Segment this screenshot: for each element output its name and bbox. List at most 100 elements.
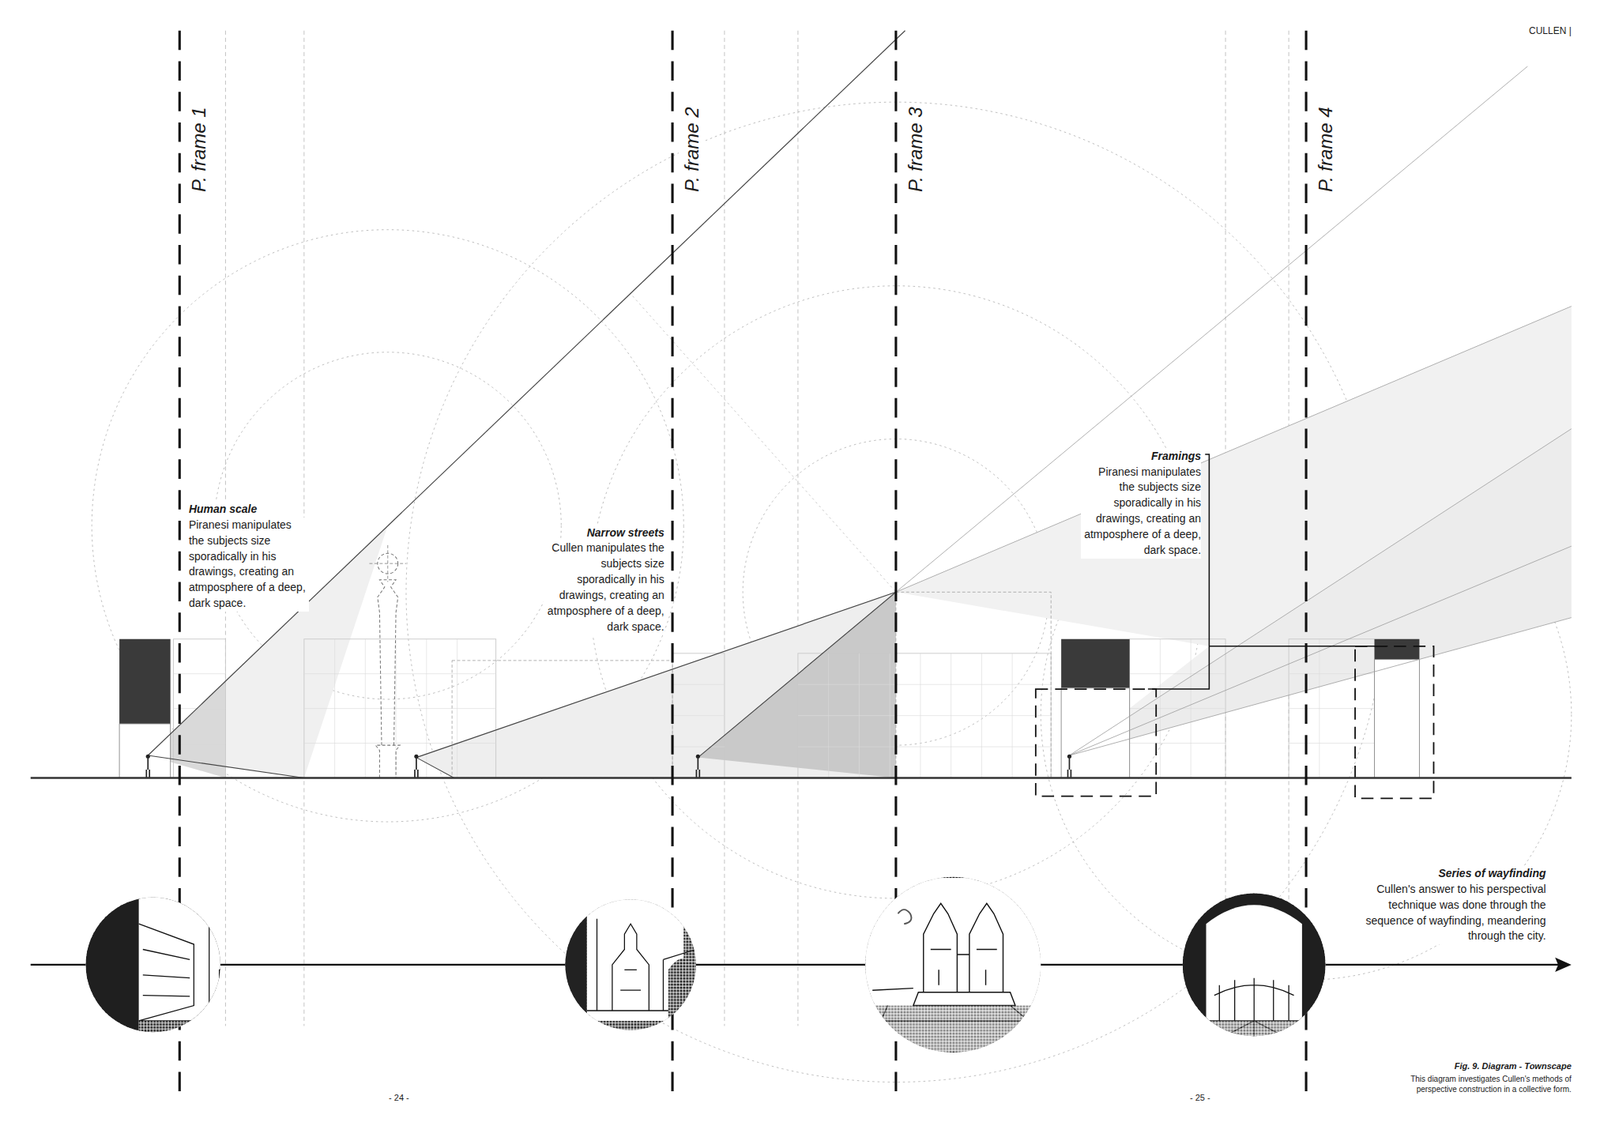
sight-line	[1069, 545, 1571, 756]
building-elevation	[304, 742, 497, 744]
building-elevation	[365, 639, 366, 779]
human-figure	[146, 754, 151, 759]
note-heading: Framings	[1151, 448, 1201, 465]
building-elevation	[1129, 673, 1226, 674]
building-elevation	[858, 653, 860, 779]
dark-block	[1374, 639, 1420, 660]
building-elevation	[950, 653, 952, 779]
frame-label: P. frame 4	[1312, 105, 1340, 195]
note-body: Cullen's answer to his perspectival tech…	[1351, 881, 1546, 945]
building-elevation	[1288, 742, 1375, 744]
vignette-image	[897, 909, 912, 924]
sight-line	[147, 755, 305, 778]
ground-line	[30, 776, 1572, 780]
building-elevation	[304, 673, 497, 674]
running-header: CULLEN |	[1528, 24, 1572, 38]
building-elevation	[798, 653, 1051, 779]
building-elevation	[798, 715, 1051, 716]
vignette-image	[1205, 1020, 1302, 1040]
construction-arc	[91, 101, 1572, 1082]
vignette-image	[564, 888, 735, 1032]
building-elevation	[1190, 639, 1192, 779]
building-elevation	[798, 684, 1051, 686]
vignette-image	[668, 958, 697, 1021]
vignette-image	[865, 877, 1041, 1053]
guide-line	[797, 30, 799, 1027]
vignette-image	[139, 1020, 248, 1034]
human-figure	[1068, 758, 1072, 779]
building-elevation	[456, 639, 458, 779]
building-elevation	[672, 746, 725, 748]
caption-body: This diagram investigates Cullen's metho…	[1389, 1073, 1572, 1095]
framing-bracket	[1035, 688, 1156, 797]
building-elevation	[672, 653, 725, 779]
note-heading: Narrow streets	[587, 525, 665, 542]
building-elevation	[896, 591, 1051, 778]
vignette-image	[865, 1005, 1041, 1052]
figure-caption: Fig. 9. Diagram - Townscape	[1454, 1060, 1572, 1073]
dark-block	[119, 723, 171, 778]
sight-line	[896, 306, 1572, 593]
building-elevation	[334, 639, 336, 779]
building-elevation	[828, 653, 829, 779]
building-elevation	[173, 707, 226, 709]
sight-line	[896, 66, 1528, 592]
framing-bracket	[1355, 646, 1434, 799]
human-figure	[696, 758, 700, 779]
building-elevation	[304, 639, 497, 779]
building-elevation	[981, 653, 983, 779]
vignette-image	[1182, 892, 1326, 1036]
page-number: - 24 -	[388, 1091, 410, 1105]
human-figure	[146, 758, 150, 779]
vignette-image	[564, 898, 587, 1032]
building-elevation	[1288, 707, 1375, 709]
note-body: Piranesi manipulates the subjects size s…	[1080, 464, 1201, 559]
building-elevation	[1318, 639, 1320, 779]
sight-wedge	[896, 306, 1572, 756]
sight-line	[1069, 617, 1571, 756]
wayfinding-arrow	[1554, 957, 1572, 972]
building-elevation	[451, 660, 673, 779]
building-elevation	[1129, 742, 1226, 744]
building-elevation	[672, 684, 725, 686]
sight-wedge	[697, 591, 896, 778]
frame-label: P. frame 2	[678, 105, 706, 195]
building-elevation	[1129, 639, 1226, 779]
note-heading: Human scale	[188, 501, 257, 518]
sight-line	[1069, 429, 1571, 756]
dark-block	[1061, 639, 1130, 689]
vignette-image	[865, 877, 1041, 1052]
human-figure	[414, 754, 418, 759]
vignette-image	[85, 885, 247, 1033]
dark-block	[1374, 659, 1420, 779]
building-elevation	[919, 653, 921, 779]
ground-line	[30, 777, 1572, 779]
frame-label: P. frame 1	[185, 105, 213, 195]
vignette-image	[865, 877, 1041, 1052]
building-elevation	[798, 746, 1051, 748]
building-elevation	[173, 639, 226, 779]
vignette-image	[1182, 892, 1326, 1040]
human-figure	[1067, 754, 1072, 759]
frame-label: P. frame 3	[902, 105, 930, 195]
human-figure	[146, 754, 1072, 779]
vignette-image	[85, 885, 247, 1033]
sight-wedge	[147, 306, 1572, 779]
sight-line	[147, 30, 905, 756]
framing-bracket	[1035, 646, 1435, 799]
vignette-image	[139, 885, 248, 1031]
building-elevation	[889, 653, 891, 779]
column-figure	[369, 545, 407, 779]
building-elevation	[173, 591, 1375, 778]
column-figure	[375, 579, 400, 779]
sight-line	[416, 757, 455, 779]
vignette-image	[203, 890, 215, 904]
human-figure	[414, 758, 418, 779]
guide-line	[723, 30, 725, 1027]
column-figure	[387, 545, 388, 583]
human-figure	[696, 754, 701, 759]
building-elevation	[304, 707, 497, 709]
vignette-image	[1182, 892, 1326, 1040]
sight-line	[697, 591, 896, 757]
